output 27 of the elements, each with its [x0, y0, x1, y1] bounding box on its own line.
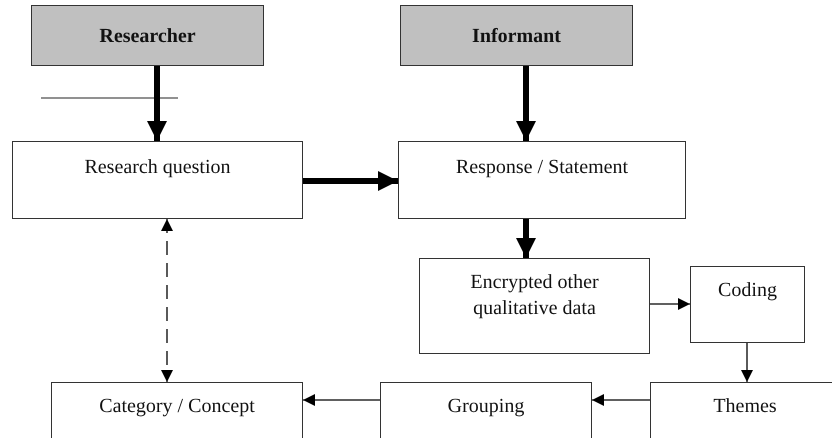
arrow [741, 343, 753, 382]
node-label: Category / Concept [99, 394, 255, 419]
process-box [650, 382, 832, 438]
arrow [147, 66, 167, 141]
process-box [398, 141, 686, 219]
process-box [690, 266, 805, 343]
arrow [516, 66, 536, 141]
arrow [650, 298, 690, 310]
node-label: Grouping [448, 394, 524, 419]
process-box [51, 382, 303, 438]
node-label: Research question [84, 155, 231, 180]
process-box [419, 258, 650, 354]
process-box [380, 382, 592, 438]
node-label: Researcher [99, 24, 196, 48]
arrow [303, 394, 380, 406]
arrow [592, 394, 650, 406]
actor-box [400, 5, 633, 66]
node-label: Encrypted other qualitative data [469, 270, 600, 321]
node-label: Themes [713, 394, 777, 419]
node-label: Response / Statement [456, 155, 628, 180]
actor-box [31, 5, 264, 66]
arrow [303, 171, 398, 191]
arrow [161, 219, 173, 382]
arrow [516, 219, 536, 258]
process-box [12, 141, 303, 219]
node-label: Informant [472, 24, 561, 48]
node-label: Coding [718, 278, 777, 303]
